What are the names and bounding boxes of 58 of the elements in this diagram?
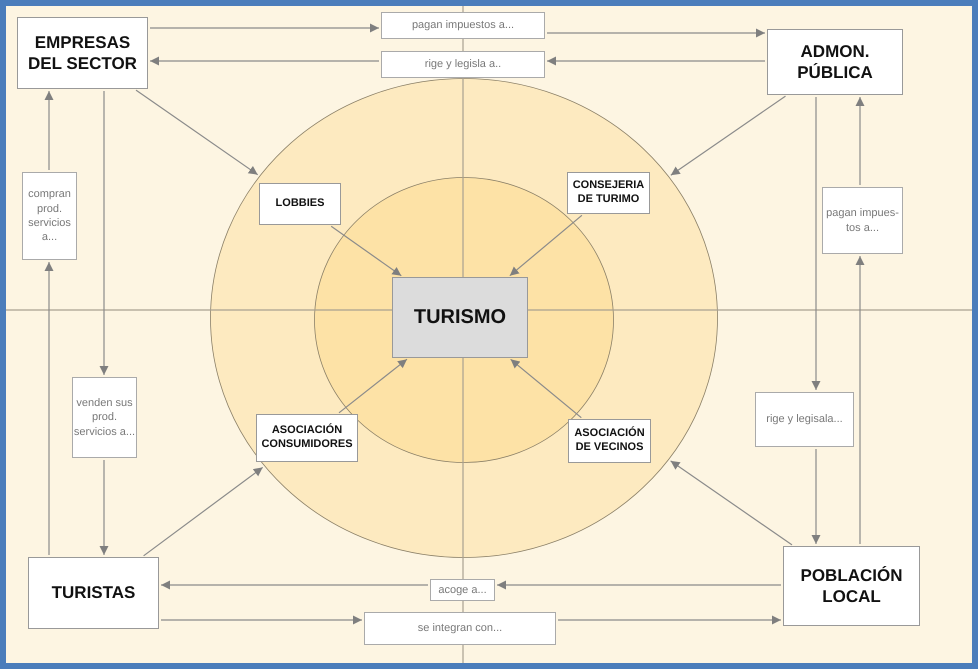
agent-label: CONSEJERIA DE TURIMO	[572, 179, 646, 207]
arrow	[510, 358, 582, 418]
relation-box	[822, 187, 903, 254]
relation-label: venden sus prod. servicios a...	[73, 396, 136, 439]
center-label: TURISMO	[414, 306, 506, 329]
actor-label: POBLACIÓN LOCAL	[800, 564, 904, 608]
agent-box	[567, 172, 650, 214]
relation-label: acoge a...	[438, 582, 487, 598]
arrow	[547, 28, 765, 38]
relation-box	[755, 392, 854, 447]
arrow	[44, 262, 54, 555]
relation-label: pagan impues- tos a...	[825, 206, 900, 235]
relation-label: rige y legisla a..	[424, 57, 502, 72]
relation-box	[72, 377, 137, 458]
arrow	[509, 214, 582, 276]
relation-label: compran prod. servicios a...	[27, 187, 72, 245]
relation-label: se integran con...	[418, 621, 502, 636]
arrow	[338, 358, 408, 414]
actor-box	[783, 546, 920, 626]
arrow	[497, 580, 781, 590]
arrow	[670, 460, 792, 546]
relation-box	[381, 12, 545, 39]
agent-box	[256, 414, 358, 462]
arrow	[150, 56, 379, 66]
arrow	[670, 96, 786, 176]
relation-label: pagan impuestos a...	[412, 18, 514, 33]
agent-label: LOBBIES	[276, 197, 324, 211]
agent-box	[259, 183, 341, 225]
relation-box	[381, 51, 545, 78]
arrow	[143, 466, 264, 556]
arrow	[856, 97, 864, 185]
arrow	[161, 616, 362, 624]
arrow	[812, 97, 820, 390]
actor-label: TURISTAS	[52, 582, 136, 604]
arrow	[100, 460, 108, 555]
arrow	[330, 226, 402, 276]
arrow	[44, 91, 54, 170]
agent-label: ASOCIACIÓN CONSUMIDORES	[260, 424, 354, 452]
relation-box	[430, 579, 495, 601]
actor-box	[767, 29, 903, 95]
agent-box	[568, 419, 651, 463]
actor-label: EMPRESAS DEL SECTOR	[27, 32, 138, 74]
arrow	[161, 580, 428, 590]
actor-box	[17, 17, 148, 89]
relation-box	[22, 172, 77, 260]
arrow	[856, 256, 864, 544]
actor-label: ADMON. PÚBLICA	[796, 40, 874, 84]
relation-label: rige y legisala...	[766, 412, 843, 427]
arrow	[812, 449, 820, 544]
arrow	[136, 90, 258, 176]
center-box	[392, 277, 528, 358]
actor-box	[28, 557, 159, 629]
arrow	[150, 24, 379, 32]
relation-box	[364, 612, 556, 645]
arrow	[547, 56, 765, 66]
agent-label: ASOCIACIÓN DE VECINOS	[573, 427, 646, 455]
arrow	[558, 616, 781, 624]
arrow	[100, 91, 108, 375]
